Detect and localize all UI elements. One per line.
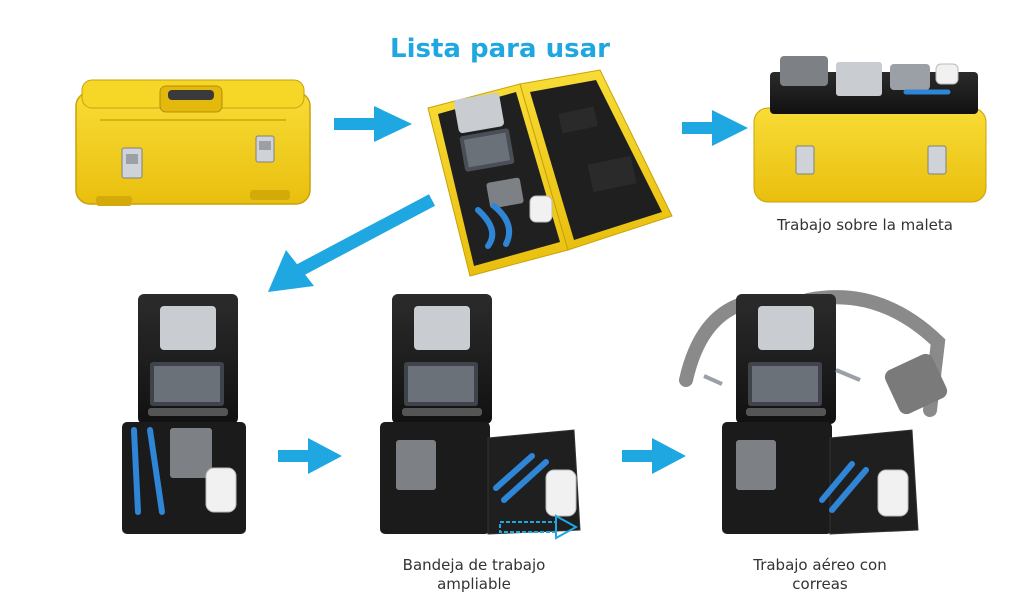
- latch-icon: [795, 145, 815, 175]
- latch-icon: [121, 147, 143, 179]
- latch-icon: [927, 145, 947, 175]
- closed-case: [75, 79, 311, 206]
- caption-on-case: Trabajo sobre la maleta: [777, 216, 953, 234]
- latch-icon: [255, 135, 275, 163]
- unit-standard: [122, 294, 246, 534]
- unit-extended-tray: [380, 294, 581, 540]
- arrow-right-icon: [278, 438, 342, 474]
- open-case: [427, 69, 673, 277]
- caption-tray: Bandeja de trabajo ampliable: [402, 556, 546, 593]
- work-on-case: [753, 56, 987, 203]
- unit-with-straps: [679, 290, 948, 535]
- arrow-right-icon: [682, 110, 748, 146]
- arrow-right-icon: [334, 106, 412, 142]
- arrow-down-left-icon: [268, 194, 436, 292]
- caption-straps: Trabajo aéreo con correas: [753, 556, 887, 593]
- page-title: Lista para usar: [390, 34, 610, 64]
- arrow-right-icon: [622, 438, 686, 474]
- tray-extend-arrow-icon: [499, 514, 579, 540]
